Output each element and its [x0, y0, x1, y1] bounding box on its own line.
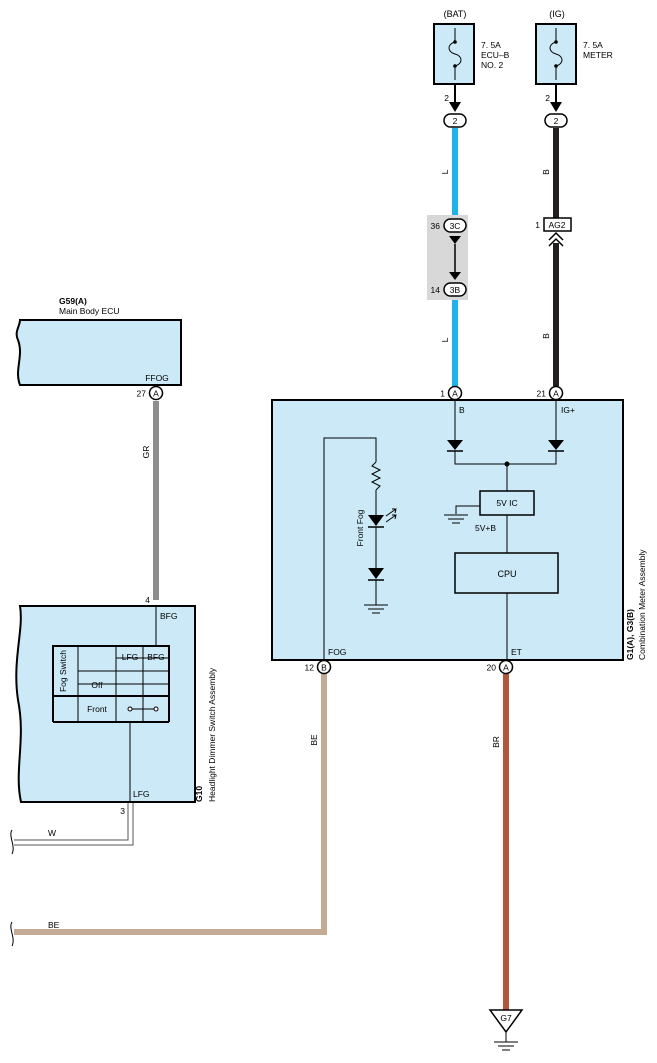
arrow-down-icon: [449, 236, 461, 244]
light-ray-icon: [385, 514, 397, 523]
svg-text:ET: ET: [511, 647, 522, 657]
svg-text:2: 2: [554, 116, 559, 126]
fog-switch-label: Fog Switch: [58, 650, 68, 692]
wire-w-outline: [14, 803, 129, 841]
ecu-name: Main Body ECU: [59, 306, 119, 316]
wire-break-icon: [10, 921, 14, 947]
ecu-code: G59(A): [59, 296, 87, 306]
wire-break-icon: [10, 829, 14, 855]
fuse-supply-label: (IG): [549, 9, 565, 19]
table-col-lfg: LFG: [122, 652, 139, 662]
fuse-pin: 2: [444, 93, 449, 103]
svg-text:3C: 3C: [450, 221, 461, 231]
svg-text:21: 21: [537, 389, 547, 399]
ecu-box: [15, 319, 182, 386]
fuse-name-line2: NO. 2: [481, 60, 503, 70]
wire-color-label: BE: [309, 734, 319, 746]
wire-be: [14, 674, 327, 935]
svg-text:IG+: IG+: [561, 405, 575, 415]
fuse-meter: (IG) 7. 5A METER 2: [535, 9, 613, 103]
wire-color-label: B: [541, 169, 551, 175]
wire-color-label: B: [541, 333, 551, 339]
combination-meter: A 1 B A 21 IG+ 5V IC 5V+B CPU: [271, 385, 647, 675]
diode-icon: [548, 440, 564, 450]
svg-text:3B: 3B: [450, 285, 461, 295]
switch-contact-icon: [127, 706, 133, 712]
svg-text:36: 36: [431, 221, 441, 231]
switch-code: G10: [194, 786, 204, 802]
svg-text:A: A: [553, 389, 559, 399]
headlight-dimmer-switch: 4 BFG Fog Switch LFG BFG Off Front LFG 3…: [15, 595, 217, 816]
arrow-down-icon: [550, 102, 562, 112]
table-col-bfg: BFG: [147, 652, 164, 662]
svg-text:AG2: AG2: [548, 220, 565, 230]
meter-name: Combination Meter Assembly: [637, 549, 647, 660]
connector-pill: 2: [544, 113, 568, 128]
diode-icon: [368, 568, 384, 579]
cpu-label: CPU: [497, 569, 516, 579]
light-ray-icon: [385, 508, 397, 517]
ground-code: G7: [500, 1013, 512, 1023]
svg-text:2: 2: [453, 116, 458, 126]
ecu-pin: 27: [137, 389, 147, 399]
diode-icon: [447, 440, 463, 450]
chevron-up-icon: [548, 237, 564, 247]
fuse-rating: 7. 5A: [481, 40, 501, 50]
switch-name: Headlight Dimmer Switch Assembly: [207, 667, 217, 802]
wire-color-label: BE: [48, 920, 60, 930]
ic-label: 5V IC: [496, 498, 517, 508]
chevron-up-icon: [548, 231, 564, 241]
wire-color-label: GR: [141, 446, 151, 459]
connector-pill: 2: [443, 113, 467, 128]
ecu-terminal: FFOG: [145, 373, 169, 383]
resistor-icon: [370, 461, 382, 491]
switch-terminal-top: BFG: [160, 611, 177, 621]
indicator-label: Front Fog: [355, 509, 365, 546]
ground-triangle-icon: [488, 1009, 524, 1034]
connector-ag2: AG2 1: [535, 217, 572, 247]
wire-color-label: BR: [491, 736, 501, 748]
switch-contact-icon: [153, 706, 159, 712]
meter-box: [271, 399, 624, 661]
arrow-down-icon: [449, 102, 461, 112]
svg-text:A: A: [503, 663, 509, 673]
svg-text:A: A: [452, 389, 458, 399]
ecu-connector: A: [153, 389, 159, 399]
svg-text:12: 12: [305, 663, 315, 673]
supply-label: 5V+B: [475, 523, 496, 533]
svg-text:B: B: [321, 663, 327, 673]
fuse-icon: [549, 28, 563, 80]
ground-g7: G7: [488, 1009, 524, 1051]
fuse-supply-label: (BAT): [444, 9, 467, 19]
wire-color-label: L: [440, 169, 450, 174]
arrow-down-icon: [449, 272, 461, 280]
switch-pin-bottom: 3: [120, 806, 125, 816]
fuse-pin: 2: [545, 93, 550, 103]
meter-code: G1(A), G3(B): [625, 609, 635, 660]
switch-pin-top: 4: [145, 595, 150, 605]
svg-text:B: B: [459, 405, 465, 415]
led-icon: [368, 515, 384, 526]
wire-w-outline: [14, 803, 134, 846]
svg-text:14: 14: [431, 285, 441, 295]
switch-box: [15, 605, 196, 803]
junction-connector: 3C 36 3B 14: [427, 215, 468, 300]
switch-terminal-bottom: LFG: [133, 789, 150, 799]
main-body-ecu: G59(A) Main Body ECU FFOG A 27: [15, 296, 182, 401]
svg-text:FOG: FOG: [328, 647, 346, 657]
fuse-rating: 7. 5A: [583, 40, 603, 50]
table-row-front: Front: [87, 704, 107, 714]
svg-text:1: 1: [535, 220, 540, 230]
fuse-ecu-b-no2: (BAT) 7. 5A ECU–B NO. 2 2: [433, 9, 510, 103]
table-row-off: Off: [91, 680, 103, 690]
svg-text:1: 1: [440, 389, 445, 399]
wire-color-label: W: [48, 828, 56, 838]
wire-color-label: L: [440, 337, 450, 342]
svg-text:20: 20: [487, 663, 497, 673]
fuse-name-line1: ECU–B: [481, 50, 510, 60]
fuse-name-line1: METER: [583, 50, 613, 60]
fuse-icon: [448, 28, 462, 80]
